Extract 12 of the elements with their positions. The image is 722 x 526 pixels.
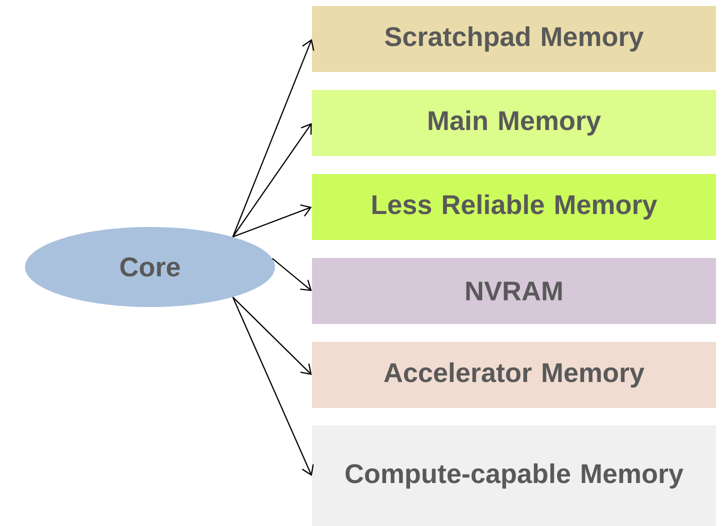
arrow: [232, 296, 312, 375]
arrow: [232, 296, 314, 476]
memory-box: Main Memory: [312, 90, 716, 156]
arrow: [232, 123, 312, 238]
arrow: [232, 204, 312, 238]
memory-box: NVRAM: [312, 258, 716, 324]
arrow: [272, 258, 312, 291]
memory-box: Less Reliable Memory: [312, 174, 716, 240]
memory-box: Scratchpad Memory: [312, 6, 716, 72]
memory-box: Compute-capable Memory: [312, 426, 716, 526]
arrow: [232, 39, 314, 238]
memory-box: Accelerator Memory: [312, 342, 716, 408]
